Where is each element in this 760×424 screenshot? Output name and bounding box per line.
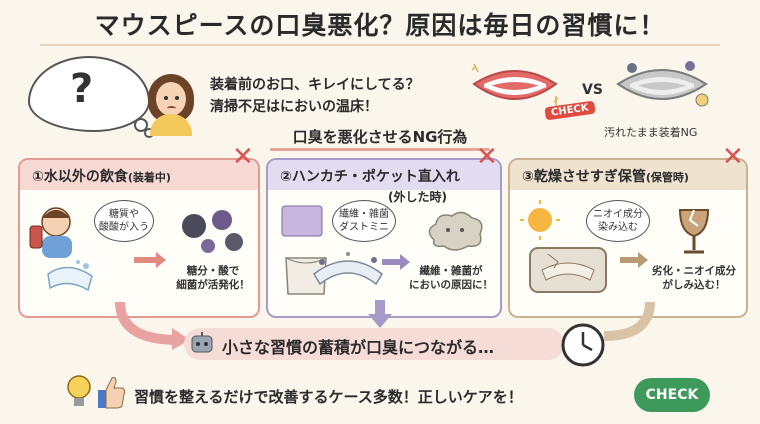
handkerchief-pocket-icon <box>281 205 327 295</box>
woman-eye <box>164 96 168 100</box>
panel-title: ①水以外の飲食(装着中) <box>32 166 171 186</box>
panel-title-note: (装着中) <box>127 171 171 184</box>
curve-arrow-left-icon <box>115 301 190 350</box>
bottom-message: 習慣を整えるだけで改善するケース多数！正しいケアを！ <box>134 388 523 406</box>
panel-dry-storage: ③乾燥させすぎ保管(保管時) ニオイ成分染み込む 劣化・ニオイ成分がしみ込む！ <box>508 158 748 318</box>
ng-x-icon: ✕ <box>722 142 744 172</box>
ng-x-icon: ✕ <box>232 142 254 172</box>
intro-question: 装着前のお口、キレイにしてる？ <box>210 77 420 93</box>
intro-statement: 清掃不足はにおいの温床！ <box>210 99 378 115</box>
broken-glass-icon <box>678 209 710 254</box>
habit-pill <box>184 328 564 360</box>
ng-header-underline <box>270 148 490 151</box>
bacteria-icon <box>182 210 243 253</box>
title-underline <box>40 44 720 46</box>
drink-person-icon <box>29 207 93 292</box>
robot-icon <box>191 332 213 353</box>
panel-drink-food: ①水以外の飲食(装着中) 糖質や酸酸が入う 糖分・酸で細菌が活発化！ <box>18 158 260 318</box>
panel-title-text: ③乾燥させすぎ保管 <box>522 169 646 185</box>
dirty-mouth-icon <box>616 61 709 107</box>
arrow-right-icon <box>382 254 410 270</box>
sun-case-icon <box>520 200 607 293</box>
sugar-acid-bubble: 糖質や酸酸が入う <box>94 200 154 242</box>
panel-title-note: (外した時) <box>388 190 447 204</box>
smell-cloud-icon <box>428 211 483 251</box>
panel-caption: 繊維・雑菌がにおいの原因に！ <box>409 265 493 291</box>
ng-x-icon: ✕ <box>476 142 498 172</box>
clean-mouth-icon <box>471 63 559 106</box>
panel-title-text: ②ハンカチ・ポケット直入れ <box>280 169 460 185</box>
panel-header <box>510 160 746 190</box>
vs-label: VS <box>582 82 603 98</box>
odor-bubble: ニオイ成分染み込む <box>586 200 650 242</box>
panel-handkerchief-pocket: ②ハンカチ・ポケット直入れ (外した時) 繊維・雑菌ダストミニ 繊維・雑菌がにお… <box>266 158 502 318</box>
arrow-right-icon <box>134 252 166 268</box>
arrow-right-icon <box>620 252 648 268</box>
down-arrow-icon <box>368 300 392 328</box>
thumbs-up-icon <box>98 377 126 409</box>
question-mark-icon: ? <box>70 66 94 112</box>
ng-header: 口臭を悪化させるNG行為 <box>292 128 468 146</box>
fiber-germ-bubble: 繊維・雑菌ダストミニ <box>332 200 396 242</box>
dirty-label: 汚れたまま装着NG <box>604 126 698 139</box>
check-button-badge: CHECK <box>634 378 710 412</box>
panel-header <box>20 160 258 190</box>
curve-arrow-right-icon <box>603 301 655 341</box>
panel-header <box>268 160 500 190</box>
panel-title: ②ハンカチ・ポケット直入れ <box>280 166 460 186</box>
panel-caption: 劣化・ニオイ成分がしみ込む！ <box>652 265 736 291</box>
mouthpiece-dust-icon <box>313 252 383 286</box>
panel-title-note: (保管時) <box>645 171 689 184</box>
panel-title-text: ①水以外の飲食 <box>32 169 128 185</box>
woman-mouth <box>167 106 176 111</box>
habit-line: 小さな習慣の蓄積が口臭につながる… <box>222 338 495 357</box>
panel-title: ③乾燥させすぎ保管(保管時) <box>522 166 689 186</box>
thought-bubble <box>28 56 150 132</box>
page-title: マウスピースの口臭悪化？原因は毎日の習慣に！ <box>94 11 666 40</box>
panel-caption: 糖分・酸で細菌が活発化！ <box>176 265 250 291</box>
clock-icon <box>561 323 605 367</box>
woman-eye <box>175 96 179 100</box>
woman-body <box>150 114 192 136</box>
lightbulb-icon <box>67 375 91 406</box>
